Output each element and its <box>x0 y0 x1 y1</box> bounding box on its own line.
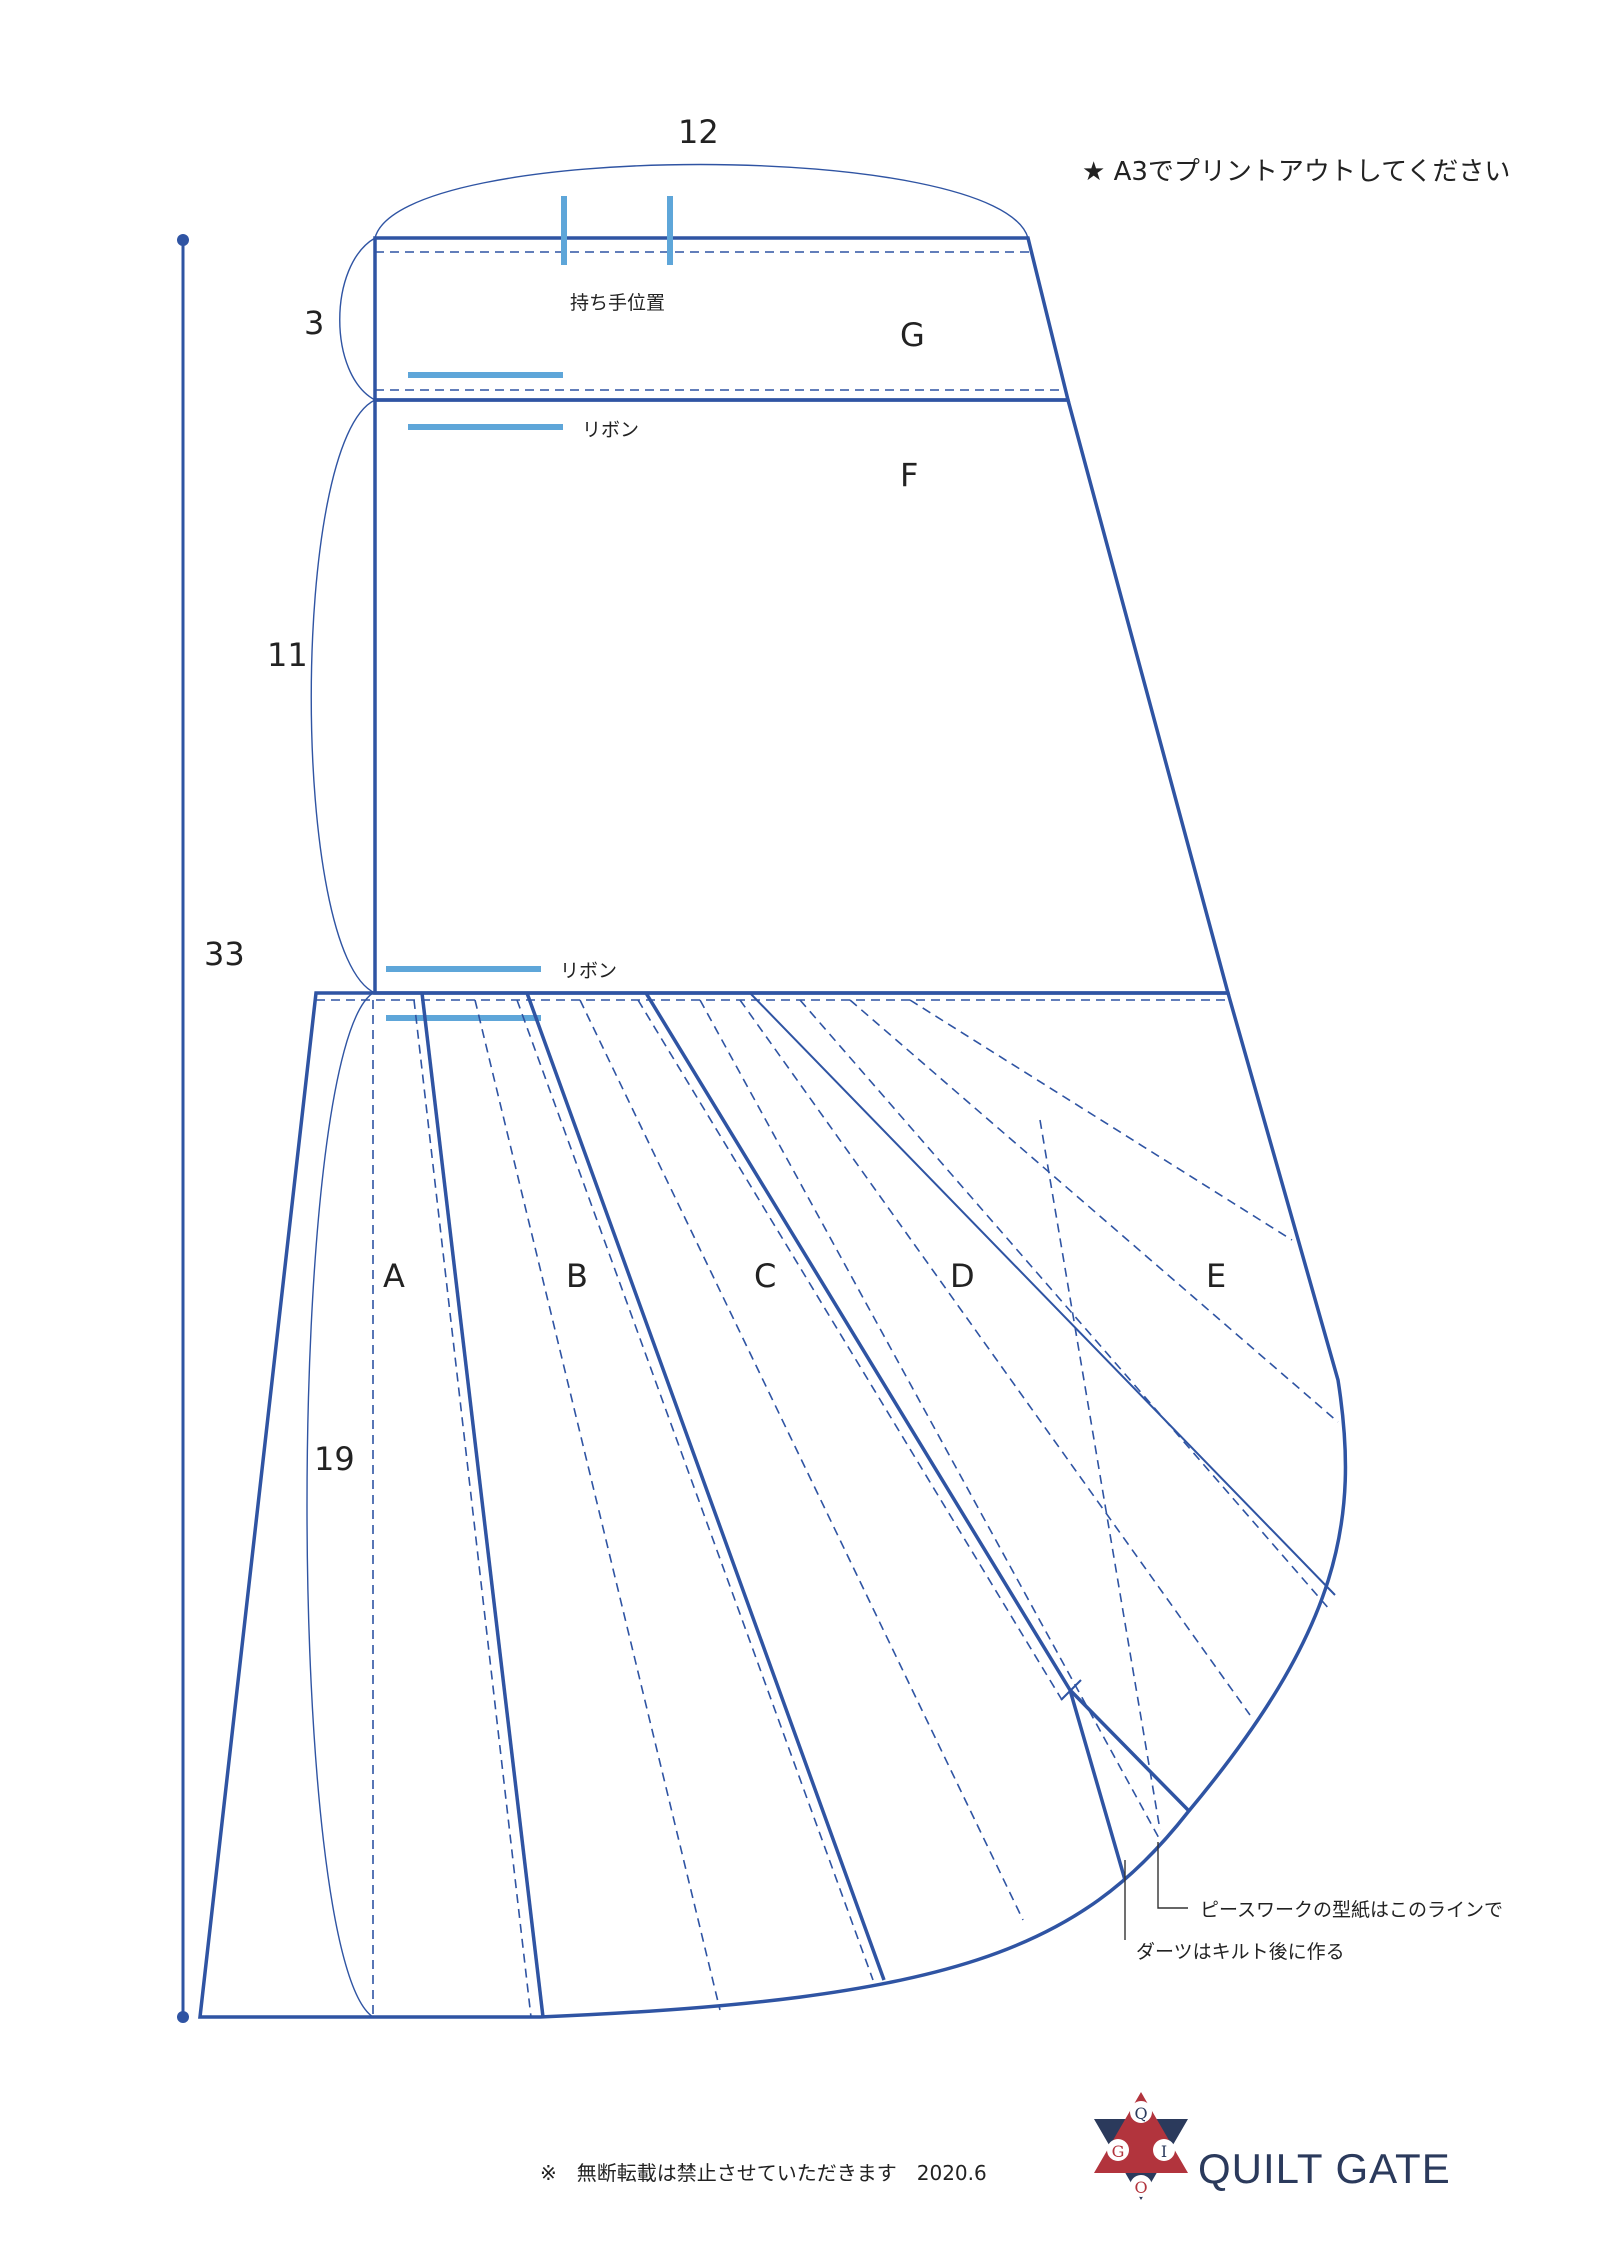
dart-left-leg <box>1068 1689 1127 1881</box>
handle-position-label: 持ち手位置 <box>570 292 665 314</box>
logo-letter-o: O <box>1134 2178 1147 2197</box>
band-g-height-label: 3 <box>304 304 324 342</box>
print-instruction: ★ A3でプリントアウトしてください <box>1082 157 1510 187</box>
lower-height-arc <box>306 992 374 2018</box>
dart-note: ダーツはキルト後に作る <box>1136 1941 1345 1963</box>
dash-line-12 <box>1039 1119 1161 1831</box>
dart-right-leg <box>1068 1688 1192 1814</box>
dash-line-10 <box>849 999 1339 1423</box>
piece-b-label: B <box>566 1257 588 1295</box>
logo-badge-right <box>1153 2139 1175 2161</box>
dash-line-6 <box>637 999 1063 1701</box>
lower-height-label: 19 <box>314 1440 355 1478</box>
piece-c-label: C <box>754 1257 776 1295</box>
quilt-gate-logo: Q G I O <box>1094 2092 1188 2200</box>
dash-line-4 <box>516 999 874 1981</box>
top-width-label: 12 <box>678 113 719 151</box>
piece-f-label: F <box>900 456 918 494</box>
top-width-arc <box>374 163 1029 239</box>
logo-letter-g: G <box>1112 2142 1125 2161</box>
dash-line-11 <box>909 999 1293 1241</box>
piece-a-label: A <box>383 1257 405 1295</box>
band-f-outline <box>373 398 1231 995</box>
logo-letter-i: I <box>1161 2142 1167 2161</box>
total-height-top-dot <box>177 234 189 246</box>
dash-line-2 <box>413 999 532 2018</box>
dash-line-5 <box>579 999 1024 1921</box>
lower-panel-outline <box>198 991 1348 2019</box>
dash-line-7 <box>699 999 1161 1841</box>
division-a-b <box>420 992 545 2018</box>
piece-g-label: G <box>900 316 925 354</box>
dash-line-9 <box>799 999 1331 1611</box>
dart-tick-mark <box>1060 1679 1082 1701</box>
total-height-bottom-dot <box>177 2011 189 2023</box>
ribbon-lower-label: リボン <box>560 960 617 982</box>
logo-letter-q: Q <box>1134 2104 1147 2123</box>
dash-line-8 <box>739 999 1251 1716</box>
band-g-height-arc <box>339 237 376 401</box>
logo-badge-top <box>1130 2101 1152 2123</box>
copyright-note: ※ 無断転載は禁止させていただきます 2020.6 <box>540 2161 987 2185</box>
division-c-d <box>644 992 1072 1691</box>
dash-line-3 <box>474 999 721 2011</box>
piece-d-label: D <box>950 1257 975 1295</box>
total-height-label: 33 <box>204 935 245 973</box>
band-f-height-label: 11 <box>267 636 308 674</box>
piece-e-label: E <box>1206 1257 1226 1295</box>
piecework-leader <box>1157 1842 1188 1909</box>
logo-badge-left <box>1107 2139 1129 2161</box>
logo-badge-bottom <box>1130 2175 1152 2197</box>
band-f-height-arc <box>310 399 376 994</box>
ribbon-upper-label: リボン <box>582 419 639 441</box>
division-b-c <box>525 992 886 1981</box>
division-d-e <box>749 992 1336 1596</box>
piecework-note: ピースワークの型紙はこのラインで <box>1200 1899 1503 1921</box>
brand-name: QUILT GATE <box>1198 2145 1451 2192</box>
